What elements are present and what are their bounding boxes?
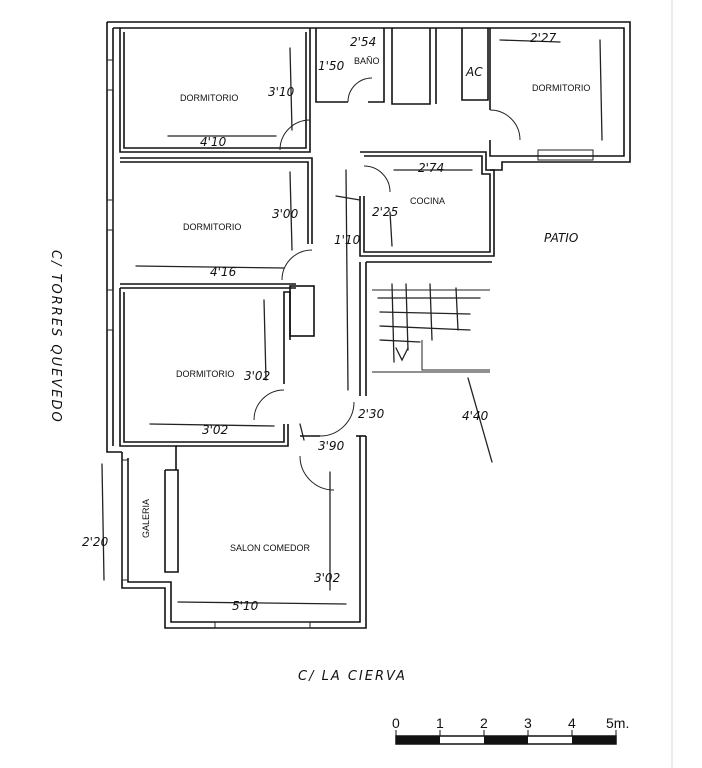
scale-tick-1: 1	[436, 715, 444, 731]
scale-tick-4: 4	[568, 715, 576, 731]
dim-salon-depth: 3'02	[314, 571, 340, 585]
scale-tick-2: 2	[480, 715, 488, 731]
room-label-cocina: COCINA	[410, 196, 445, 206]
dim-bedroom1-depth: 3'10	[268, 85, 295, 99]
dim-bedroom1-width: 4'10	[200, 135, 227, 149]
interior-walls	[119, 28, 538, 573]
dim-hall-width: 1'10	[334, 233, 361, 247]
patio-label: PATIO	[544, 231, 578, 245]
stairs	[377, 283, 481, 363]
dim-bedroom4-width: 2'27	[530, 31, 557, 45]
room-label-dormitorio-2: DORMITORIO	[183, 222, 241, 232]
scale-tick-3: 3	[524, 715, 532, 731]
dim-bath-depth: 1'50	[318, 59, 345, 73]
room-label-dormitorio-3: DORMITORIO	[176, 369, 234, 379]
dim-salon-width: 5'10	[232, 599, 259, 613]
dim-bath-width: 2'54	[350, 35, 376, 49]
dimension-lines	[101, 39, 603, 605]
scale-tick-5: 5m.	[606, 715, 629, 731]
room-label-galeria: GALERIA	[141, 499, 151, 538]
windows	[106, 59, 594, 629]
doors	[253, 77, 521, 491]
ac-label: AC	[465, 65, 483, 79]
street-bottom-label: C/ LA CIERVA	[298, 669, 407, 684]
room-label-dormitorio-4: DORMITORIO	[532, 83, 590, 93]
room-label-bano: BAÑO	[354, 56, 380, 66]
scale-tick-0: 0	[392, 715, 400, 731]
dim-bedroom2-depth: 3'00	[272, 207, 299, 221]
dim-bedroom2-width: 4'16	[210, 265, 237, 279]
dim-galeria: 2'20	[82, 535, 109, 549]
room-label-dormitorio-1: DORMITORIO	[180, 93, 238, 103]
dim-bedroom3-depth: 3'02	[244, 369, 270, 383]
scale-bar: 0 1 2 3 4 5m.	[392, 715, 629, 745]
dim-kitchen-width: 2'74	[418, 161, 444, 175]
street-left-label: C/ TORRES QUEVEDO	[48, 250, 63, 424]
dim-entry: 3'90	[318, 439, 345, 453]
dim-kitchen-depth: 2'25	[372, 205, 398, 219]
dim-bedroom3-width: 3'02	[202, 423, 228, 437]
dim-stairs: 4'40	[462, 409, 489, 423]
room-label-salon-comedor: SALON COMEDOR	[230, 543, 311, 553]
dim-landing: 2'30	[358, 407, 385, 421]
exterior-walls	[106, 21, 631, 629]
